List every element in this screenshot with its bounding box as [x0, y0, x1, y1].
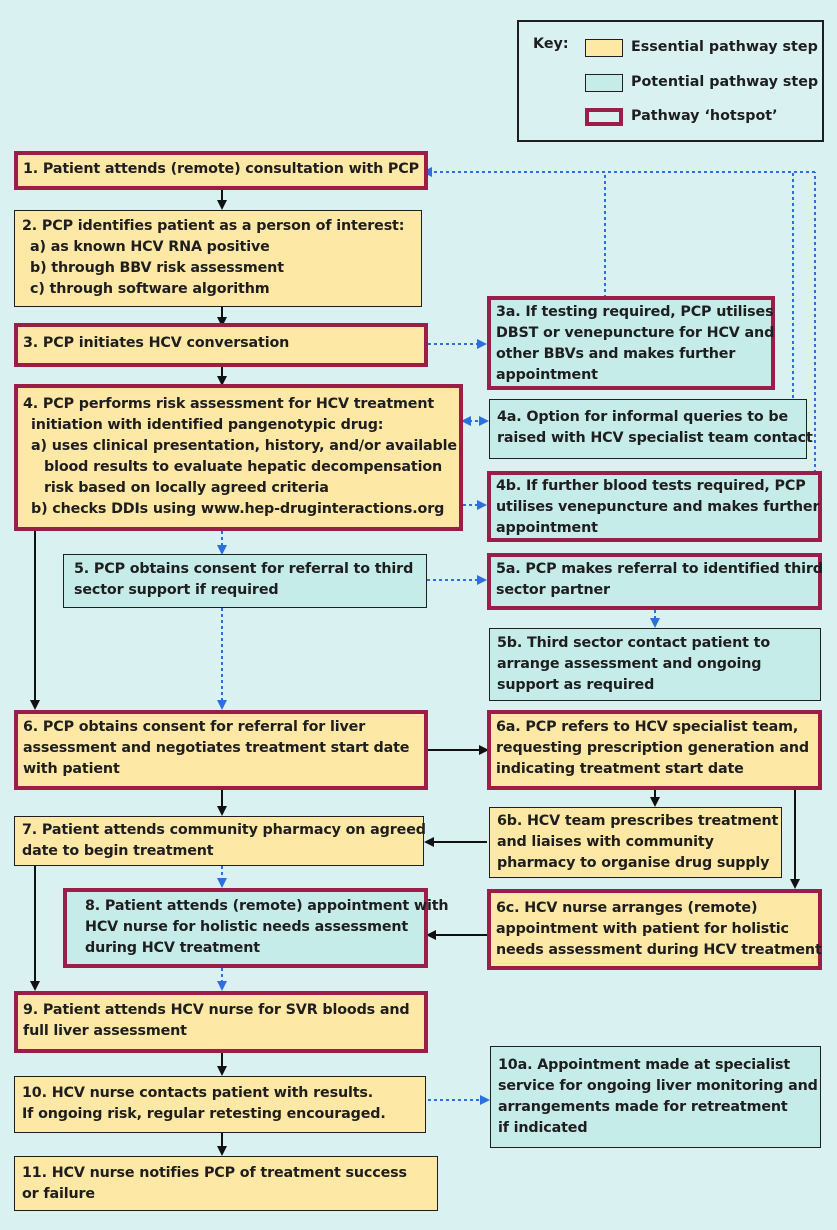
step-3-box: 3. PCP initiates HCV conversation: [14, 323, 428, 367]
step-5b-line-1: 5b. Third sector contact patient to: [497, 635, 771, 651]
step-7-line-1: 7. Patient attends community pharmacy on…: [22, 822, 426, 838]
step-3a-line-2: DBST or venepuncture for HCV and: [496, 325, 775, 341]
step-3a-box: 3a. If testing required, PCP utilises DB…: [487, 296, 775, 390]
step-5a-line-1: 5a. PCP makes referral to identified thi…: [496, 561, 823, 577]
step-4-line-6: b) checks DDIs using www.hep-druginterac…: [31, 501, 445, 517]
step-6b-box: 6b. HCV team prescribes treatment and li…: [489, 807, 782, 878]
step-4-line-1: 4. PCP performs risk assessment for HCV …: [23, 396, 435, 412]
step-5-line-2: sector support if required: [74, 582, 279, 598]
step-2-line-3: b) through BBV risk assessment: [30, 260, 284, 276]
step-7-box: 7. Patient attends community pharmacy on…: [14, 816, 426, 866]
step-10-line-1: 10. HCV nurse contacts patient with resu…: [22, 1085, 374, 1101]
step-6b-line-2: and liaises with community: [497, 834, 714, 850]
step-2-box: 2. PCP identifies patient as a person of…: [14, 210, 422, 307]
legend-label-essential: Essential pathway step: [631, 39, 818, 55]
legend-swatch-hotspot: [585, 108, 623, 126]
step-4b-line-3: appointment: [496, 520, 598, 536]
step-2-line-2: a) as known HCV RNA positive: [30, 239, 270, 255]
step-11-box: 11. HCV nurse notifies PCP of treatment …: [14, 1156, 438, 1211]
step-8-box: 8. Patient attends (remote) appointment …: [63, 888, 449, 968]
step-4-line-2: initiation with identified pangenotypic …: [31, 417, 384, 433]
step-6c-line-1: 6c. HCV nurse arranges (remote): [496, 900, 758, 916]
step-10a-line-1: 10a. Appointment made at specialist: [498, 1057, 791, 1073]
step-10a-line-2: service for ongoing liver monitoring and: [498, 1078, 818, 1094]
step-9-box: 9. Patient attends HCV nurse for SVR blo…: [14, 991, 428, 1053]
step-6a-line-2: requesting prescription generation and: [496, 740, 809, 756]
step-6a-box: 6a. PCP refers to HCV specialist team, r…: [487, 710, 822, 790]
step-11-line-2: or failure: [22, 1186, 95, 1202]
legend-label-potential: Potential pathway step: [631, 74, 819, 90]
step-10a-box: 10a. Appointment made at specialist serv…: [490, 1046, 821, 1148]
legend-label-hotspot: Pathway ‘hotspot’: [631, 108, 778, 124]
step-3-line-1: 3. PCP initiates HCV conversation: [23, 335, 290, 351]
step-3a-line-4: appointment: [496, 367, 598, 383]
step-10a-line-4: if indicated: [498, 1120, 588, 1136]
step-6-line-2: assessment and negotiates treatment star…: [23, 740, 410, 756]
step-5a-line-2: sector partner: [496, 582, 610, 598]
step-6c-box: 6c. HCV nurse arranges (remote) appointm…: [487, 889, 822, 970]
step-6a-line-1: 6a. PCP refers to HCV specialist team,: [496, 719, 799, 735]
step-4-line-3: a) uses clinical presentation, history, …: [31, 438, 457, 454]
step-4-box: 4. PCP performs risk assessment for HCV …: [14, 384, 463, 531]
step-1-box: 1. Patient attends (remote) consultation…: [14, 151, 428, 190]
step-6c-line-2: appointment with patient for holistic: [496, 921, 789, 937]
step-6-box: 6. PCP obtains consent for referral for …: [14, 710, 428, 790]
step-6a-line-3: indicating treatment start date: [496, 761, 744, 777]
step-4b-line-2: utilises venepuncture and makes further: [496, 499, 820, 515]
step-5b-box: 5b. Third sector contact patient to arra…: [489, 628, 821, 701]
step-6-line-1: 6. PCP obtains consent for referral for …: [23, 719, 366, 735]
step-5-line-1: 5. PCP obtains consent for referral to t…: [74, 561, 414, 577]
step-3a-line-1: 3a. If testing required, PCP utilises: [496, 304, 774, 320]
step-4-line-4: blood results to evaluate hepatic decomp…: [44, 459, 443, 475]
step-5-box: 5. PCP obtains consent for referral to t…: [63, 554, 427, 608]
legend-title: Key:: [533, 36, 569, 52]
step-4a-line-2: raised with HCV specialist team contact: [497, 430, 813, 446]
step-4b-line-1: 4b. If further blood tests required, PCP: [496, 478, 806, 494]
legend-key: Key: Essential pathway step Potential pa…: [517, 20, 824, 142]
step-6-line-3: with patient: [23, 761, 120, 777]
step-4-line-5: risk based on locally agreed criteria: [44, 480, 329, 496]
step-6b-line-1: 6b. HCV team prescribes treatment: [497, 813, 779, 829]
step-2-line-4: c) through software algorithm: [30, 281, 270, 297]
step-9-line-1: 9. Patient attends HCV nurse for SVR blo…: [23, 1002, 410, 1018]
legend-swatch-essential: [585, 39, 623, 57]
step-10-box: 10. HCV nurse contacts patient with resu…: [14, 1076, 426, 1133]
step-6c-line-3: needs assessment during HCV treatment: [496, 942, 822, 958]
step-7-line-2: date to begin treatment: [22, 843, 214, 859]
step-2-line-1: 2. PCP identifies patient as a person of…: [22, 218, 405, 234]
step-10a-line-3: arrangements made for retreatment: [498, 1099, 788, 1115]
step-4a-line-1: 4a. Option for informal queries to be: [497, 409, 789, 425]
legend-swatch-potential: [585, 74, 623, 92]
step-3a-line-3: other BBVs and makes further: [496, 346, 736, 362]
step-8-line-1: 8. Patient attends (remote) appointment …: [85, 898, 449, 914]
step-5a-box: 5a. PCP makes referral to identified thi…: [487, 553, 823, 610]
step-9-line-2: full liver assessment: [23, 1023, 187, 1039]
step-5b-line-3: support as required: [497, 677, 655, 693]
step-4b-box: 4b. If further blood tests required, PCP…: [487, 471, 822, 542]
step-11-line-1: 11. HCV nurse notifies PCP of treatment …: [22, 1165, 407, 1181]
step-5b-line-2: arrange assessment and ongoing: [497, 656, 762, 672]
step-8-line-2: HCV nurse for holistic needs assessment: [85, 919, 409, 935]
step-4a-box: 4a. Option for informal queries to be ra…: [489, 399, 813, 459]
step-6b-line-3: pharmacy to organise drug supply: [497, 855, 770, 871]
step-1-line-1: 1. Patient attends (remote) consultation…: [23, 161, 419, 177]
step-10-line-2: If ongoing risk, regular retesting encou…: [22, 1106, 386, 1122]
step-8-line-3: during HCV treatment: [85, 940, 260, 956]
